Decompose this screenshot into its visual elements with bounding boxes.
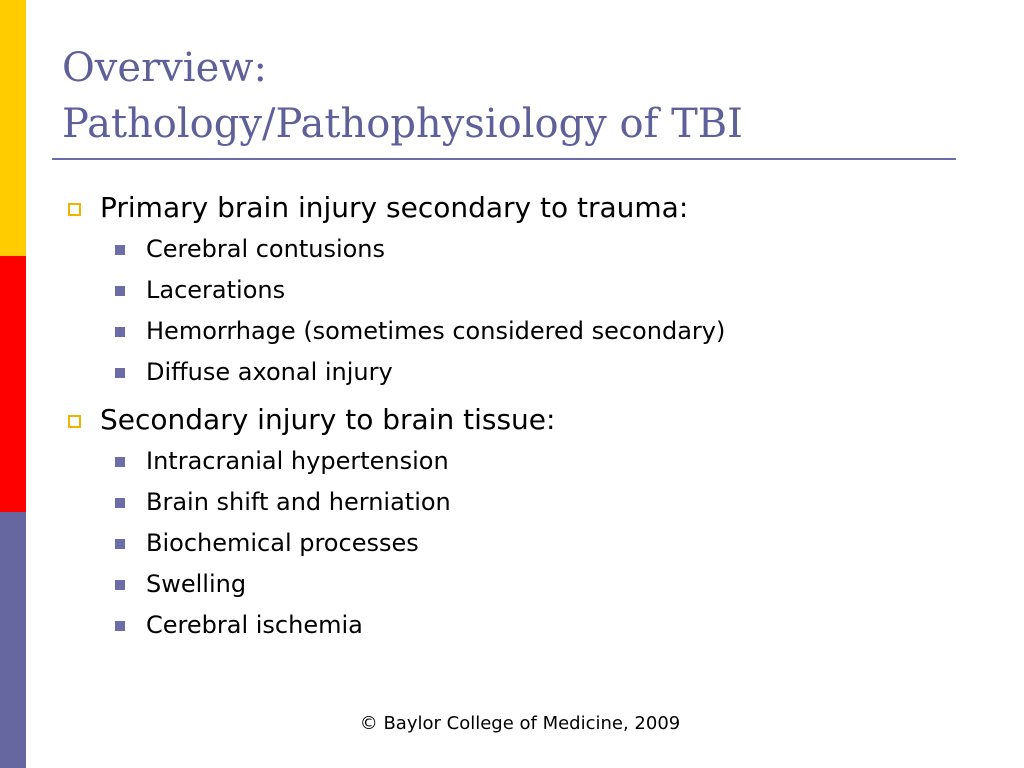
- square-bullet-icon: [115, 245, 125, 255]
- list-item-text: Swelling: [146, 570, 247, 598]
- side-bar-yellow: [0, 0, 26, 256]
- square-bullet-icon: [115, 368, 125, 378]
- section-heading: Secondary injury to brain tissue:: [100, 403, 556, 436]
- list-item: Biochemical processes: [64, 523, 964, 564]
- square-bullet-icon: [115, 286, 125, 296]
- title-line-2: Pathology/Pathophysiology of TBI: [62, 101, 743, 147]
- list-item-text: Cerebral contusions: [146, 235, 386, 263]
- list-item-text: Brain shift and herniation: [146, 488, 451, 516]
- title-line-1: Overview:: [62, 45, 267, 91]
- primary-injury-heading: Primary brain injury secondary to trauma…: [64, 187, 964, 229]
- square-bullet-icon: [115, 327, 125, 337]
- square-bullet-icon: [115, 580, 125, 590]
- list-item: Cerebral ischemia: [64, 605, 964, 646]
- list-item: Cerebral contusions: [64, 229, 964, 270]
- list-item-text: Lacerations: [146, 276, 286, 304]
- bullet-content: Primary brain injury secondary to trauma…: [64, 187, 964, 652]
- copyright-footer: © Baylor College of Medicine, 2009: [359, 713, 681, 734]
- title-divider: [52, 158, 956, 160]
- side-bar-red: [0, 256, 26, 512]
- primary-injury-list: Cerebral contusions Lacerations Hemorrha…: [64, 229, 964, 393]
- list-item: Brain shift and herniation: [64, 482, 964, 523]
- list-item-text: Hemorrhage (sometimes considered seconda…: [146, 317, 726, 345]
- list-item: Hemorrhage (sometimes considered seconda…: [64, 311, 964, 352]
- hollow-square-bullet-icon: [68, 415, 81, 428]
- list-item: Swelling: [64, 564, 964, 605]
- slide-title: Overview: Pathology/Pathophysiology of T…: [62, 40, 743, 152]
- list-item: Diffuse axonal injury: [64, 352, 964, 393]
- square-bullet-icon: [115, 498, 125, 508]
- secondary-injury-list: Intracranial hypertension Brain shift an…: [64, 441, 964, 646]
- square-bullet-icon: [115, 457, 125, 467]
- secondary-injury-heading: Secondary injury to brain tissue:: [64, 399, 964, 441]
- side-bar-blue: [0, 512, 26, 768]
- list-item-text: Diffuse axonal injury: [146, 358, 393, 386]
- hollow-square-bullet-icon: [68, 203, 81, 216]
- list-item-text: Cerebral ischemia: [146, 611, 363, 639]
- square-bullet-icon: [115, 539, 125, 549]
- list-item: Lacerations: [64, 270, 964, 311]
- section-heading: Primary brain injury secondary to trauma…: [100, 191, 689, 224]
- list-item: Intracranial hypertension: [64, 441, 964, 482]
- list-item-text: Biochemical processes: [146, 529, 419, 557]
- square-bullet-icon: [115, 621, 125, 631]
- list-item-text: Intracranial hypertension: [146, 447, 449, 475]
